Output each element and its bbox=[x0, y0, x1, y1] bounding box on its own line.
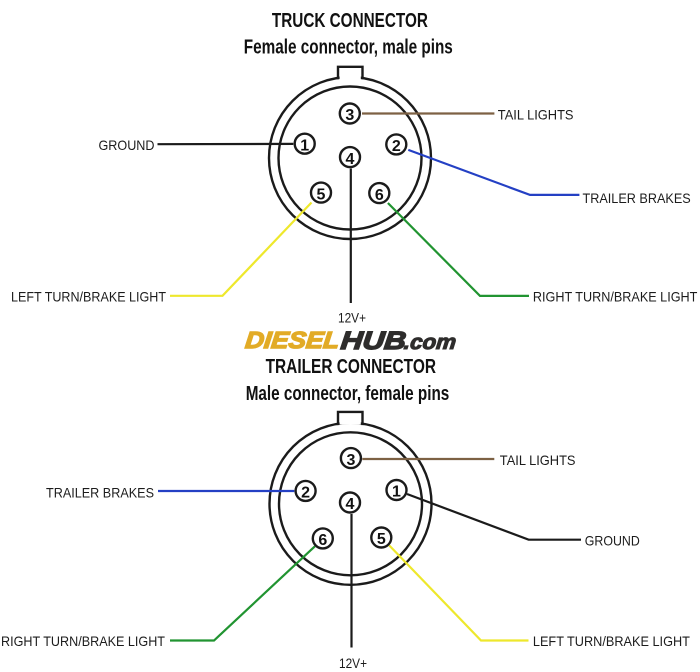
svg-text:1: 1 bbox=[300, 137, 309, 154]
svg-text:4: 4 bbox=[346, 151, 355, 168]
svg-text:LEFT TURN/BRAKE LIGHT: LEFT TURN/BRAKE LIGHT bbox=[533, 633, 690, 649]
svg-text:Female connector, male pins: Female connector, male pins bbox=[244, 37, 453, 59]
svg-text:TRUCK CONNECTOR: TRUCK CONNECTOR bbox=[272, 10, 428, 32]
svg-text:12V+: 12V+ bbox=[339, 655, 367, 671]
svg-text:GROUND: GROUND bbox=[585, 532, 640, 548]
svg-text:3: 3 bbox=[345, 107, 354, 124]
svg-text:LEFT TURN/BRAKE LIGHT: LEFT TURN/BRAKE LIGHT bbox=[11, 288, 166, 304]
svg-text:12V+: 12V+ bbox=[338, 310, 366, 326]
svg-text:2: 2 bbox=[301, 485, 310, 502]
svg-text:.com: .com bbox=[403, 331, 457, 354]
svg-text:4: 4 bbox=[346, 496, 355, 513]
svg-text:TRAILER BRAKES: TRAILER BRAKES bbox=[46, 484, 154, 500]
svg-text:TRAILER BRAKES: TRAILER BRAKES bbox=[583, 190, 691, 206]
svg-text:1: 1 bbox=[392, 484, 401, 501]
svg-text:Male connector, female pins: Male connector, female pins bbox=[246, 383, 450, 405]
svg-text:DIESEL: DIESEL bbox=[244, 327, 341, 353]
svg-text:RIGHT TURN/BRAKE LIGHT: RIGHT TURN/BRAKE LIGHT bbox=[1, 633, 165, 649]
svg-text:2: 2 bbox=[392, 138, 401, 155]
svg-text:6: 6 bbox=[375, 187, 384, 204]
svg-text:HUB: HUB bbox=[340, 327, 408, 355]
svg-text:5: 5 bbox=[317, 186, 326, 203]
svg-text:RIGHT TURN/BRAKE LIGHT: RIGHT TURN/BRAKE LIGHT bbox=[533, 288, 698, 304]
svg-text:6: 6 bbox=[318, 532, 327, 549]
svg-text:TAIL LIGHTS: TAIL LIGHTS bbox=[498, 106, 574, 122]
svg-text:3: 3 bbox=[346, 452, 355, 469]
svg-text:5: 5 bbox=[377, 531, 386, 548]
svg-text:TRAILER CONNECTOR: TRAILER CONNECTOR bbox=[266, 356, 437, 378]
svg-text:TAIL LIGHTS: TAIL LIGHTS bbox=[500, 452, 576, 468]
svg-text:GROUND: GROUND bbox=[99, 137, 155, 153]
